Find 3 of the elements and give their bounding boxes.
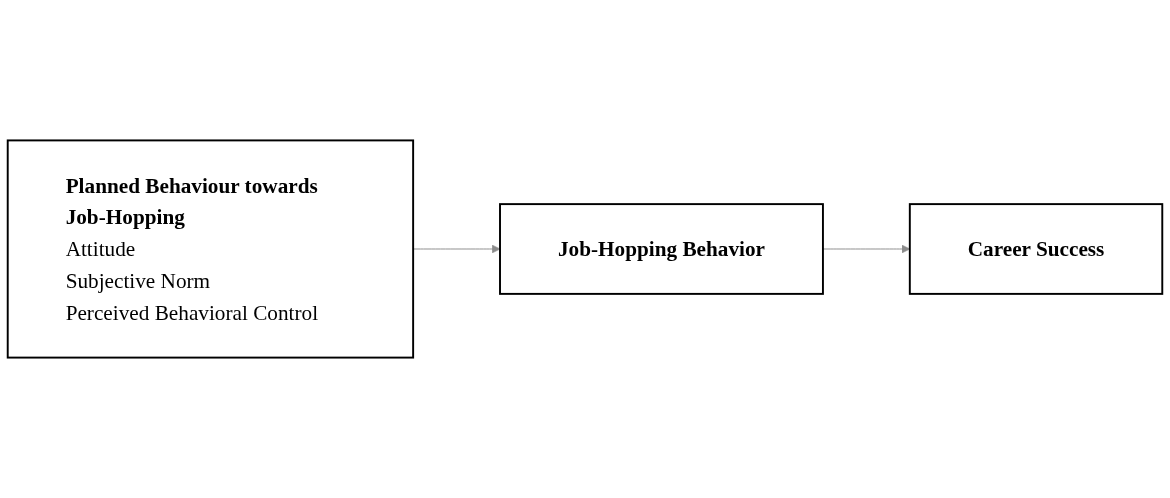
node-box: Job-Hopping Behavior: [499, 203, 824, 295]
node-box: Planned Behaviour towards Job-Hopping Attitude Subjective Norm Perceived Behavioral Control: [6, 139, 415, 359]
node-box: Career Success: [908, 203, 1164, 295]
